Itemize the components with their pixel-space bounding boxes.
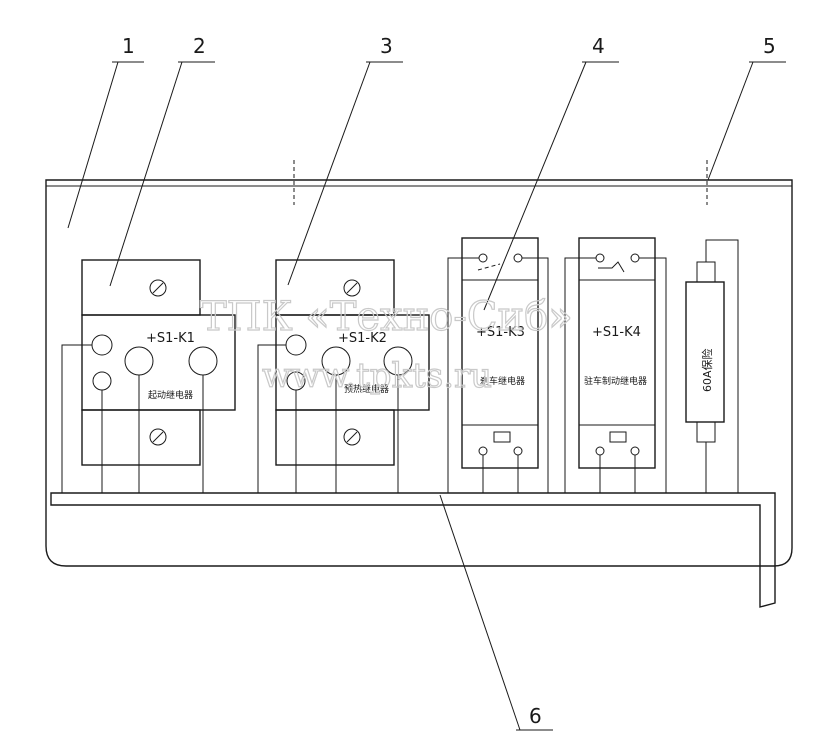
- callout-leaders: [67, 61, 786, 731]
- callout-2: 2: [193, 34, 206, 58]
- watermark-url: www.tpkts.ru: [262, 356, 492, 396]
- relay-k4-code: +S1-K4: [592, 325, 641, 340]
- fuse-60a: 60A保险: [685, 239, 739, 493]
- relay-k2: +S1-K2 预热继电器: [257, 259, 430, 493]
- callout-1: 1: [122, 34, 135, 58]
- callout-5: 5: [763, 34, 776, 58]
- panel-housing: [45, 160, 793, 567]
- callout-3: 3: [380, 34, 393, 58]
- relay-k2-name: 预热继电器: [344, 383, 389, 395]
- fuse-label: 60A保险: [700, 348, 714, 392]
- relay-k1-code: +S1-K1: [146, 331, 195, 346]
- relay-k1: +S1-K1 起动继电器: [61, 259, 236, 493]
- relay-k3-code: +S1-K3: [476, 325, 525, 340]
- relay-k4: +S1-K4 驻车制动继电器: [564, 237, 667, 493]
- relay-k3-name: 刹车继电器: [480, 375, 525, 387]
- relay-k4-name: 驻车制动继电器: [584, 375, 647, 387]
- callout-6: 6: [529, 704, 542, 728]
- callout-4: 4: [592, 34, 605, 58]
- relay-k2-code: +S1-K2: [338, 331, 387, 346]
- ground-bus-bar: [50, 492, 776, 608]
- watermark-company: ТПК «Техно-Сиб»: [200, 294, 573, 340]
- relay-k1-name: 起动继电器: [148, 389, 193, 401]
- relay-k3: +S1-K3 刹车继电器: [447, 237, 549, 493]
